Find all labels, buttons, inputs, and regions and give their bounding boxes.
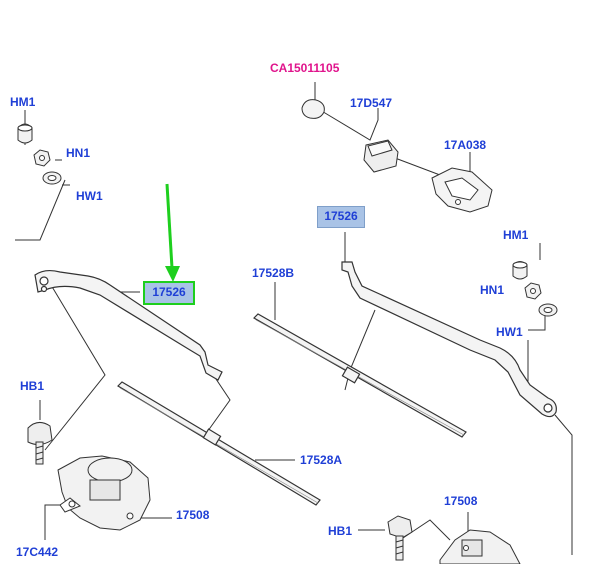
label-hm1-left[interactable]: HM1 [10,95,36,109]
label-hb1-left[interactable]: HB1 [20,379,45,393]
label-17c442[interactable]: 17C442 [16,545,59,559]
bracket-part [431,167,493,213]
label-17528b[interactable]: 17528B [252,266,295,280]
left-fasteners [17,123,62,185]
leader-link [394,157,441,176]
right-bolt [387,515,413,561]
callout-17526-right[interactable]: 17526 [317,206,365,228]
label-hw1-right[interactable]: HW1 [496,325,523,339]
label-17508-left[interactable]: 17508 [176,508,210,522]
label-hb1-right[interactable]: HB1 [328,524,353,538]
leader-17d547 [319,108,379,141]
callout-17526-left-highlighted[interactable]: 17526 [143,281,195,305]
label-17a038[interactable]: 17A038 [444,138,487,152]
right-fasteners [512,261,558,317]
label-17d547[interactable]: 17D547 [350,96,393,110]
cap-part [301,99,325,119]
left-motor [57,455,151,531]
left-bolt [27,422,53,465]
leader-blade-arm-left [204,369,231,436]
leader-arm-pivot-left [44,279,106,451]
grommet-part [363,139,399,173]
leader-arm-pivot-right [554,414,573,555]
right-motor [439,529,521,564]
leader-17c442 [44,504,65,540]
right-wiper-arm [341,261,557,418]
leader-hw1-left [15,179,66,241]
label-hn1-right[interactable]: HN1 [480,283,505,297]
label-hw1-left[interactable]: HW1 [76,189,103,203]
label-ca15011105[interactable]: CA15011105 [270,61,340,75]
leader-hw1-right [528,310,546,331]
right-wiper-blade [253,313,467,438]
left-wiper-arm [34,269,223,381]
label-hm1-right[interactable]: HM1 [503,228,529,242]
label-17508-right[interactable]: 17508 [444,494,478,508]
label-hn1-left[interactable]: HN1 [66,146,91,160]
highlight-arrow [165,183,180,282]
label-17528a[interactable]: 17528A [300,453,343,467]
left-wiper-blade [117,381,321,506]
